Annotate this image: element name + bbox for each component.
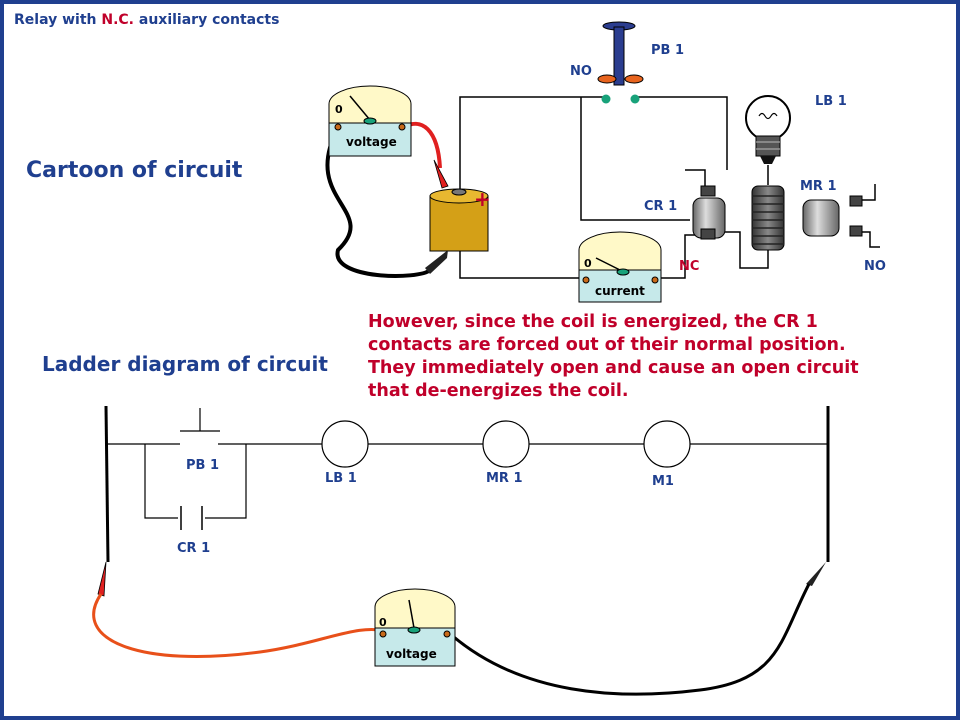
ammeter-bottom xyxy=(578,269,662,303)
slide-title-suffix: auxiliary contacts xyxy=(134,12,280,28)
explanation-line: They immediately open and cause an open … xyxy=(368,358,859,378)
explanation-line: that de-energizes the coil. xyxy=(368,381,629,401)
voltmeter-bottom-label: voltage xyxy=(386,647,437,661)
relay-mr1-contacts xyxy=(802,184,880,248)
ladder-orange-probe-wire xyxy=(92,593,389,659)
ladder-pb1-label: PB 1 xyxy=(186,458,219,473)
ladder-load-label-mr1: MR 1 xyxy=(486,471,523,486)
voltmeter-top-terminal-left xyxy=(334,123,342,131)
ladder-heading: Ladder diagram of circuit xyxy=(42,352,328,376)
mr1-terminal-top xyxy=(849,195,863,207)
bulb-tip xyxy=(760,156,776,164)
wire-coil-bottom xyxy=(712,231,769,269)
pushbutton-pb1[interactable] xyxy=(597,21,644,104)
left-rail xyxy=(104,405,110,563)
voltmeter-top-terminal-right xyxy=(398,123,406,131)
battery-terminal xyxy=(451,188,467,196)
explanation-line: However, since the coil is energized, th… xyxy=(368,312,818,332)
wire-cr-right xyxy=(685,169,706,192)
cr1-contact-label: NC xyxy=(679,259,699,274)
ammeter-needle xyxy=(595,257,623,272)
relay-cr1-contacts xyxy=(692,185,726,240)
coil-body xyxy=(751,185,785,251)
ladder-cr1-contact xyxy=(180,506,203,530)
ammeter-label: current xyxy=(595,284,645,298)
bulb-base xyxy=(755,135,781,157)
explanation-line: contacts are forced out of their normal … xyxy=(368,335,846,355)
relay-coil xyxy=(751,185,785,251)
ladder-black-probe-tip xyxy=(806,562,826,586)
wire-pb-to-cr xyxy=(580,97,690,221)
ladder-black-probe-wire xyxy=(447,583,811,696)
ammeter-pivot xyxy=(616,268,630,276)
ladder-red-probe-tip xyxy=(97,561,107,597)
slide-title: Relay with N.C. auxiliary contacts xyxy=(14,12,279,28)
voltmeter-top-bottom xyxy=(328,122,412,157)
cr1-terminal-top xyxy=(700,185,716,197)
slide-title-accent: N.C. xyxy=(101,12,134,28)
lb1-label: LB 1 xyxy=(815,94,847,109)
wire-top-right xyxy=(635,96,728,170)
pushbutton-terminal-left xyxy=(601,94,611,104)
voltmeter-top-needle xyxy=(349,95,371,121)
voltmeter-bottom-pivot xyxy=(407,626,421,634)
mr1-terminal-bottom xyxy=(849,225,863,237)
ammeter-terminal-right xyxy=(651,276,659,284)
battery-plus-sign: + xyxy=(474,187,491,211)
explanation-text: However, since the coil is energized, th… xyxy=(368,311,859,403)
ladder-load-lb1 xyxy=(321,420,369,468)
mr1-wire-top xyxy=(862,184,876,201)
cr1-label: CR 1 xyxy=(644,199,677,214)
pushbutton-terminal-right xyxy=(630,94,640,104)
ladder-pb1 xyxy=(180,408,220,432)
light-bulb-lb1 xyxy=(745,95,791,164)
wire-bottom xyxy=(459,256,580,279)
voltmeter-top-zero: 0 xyxy=(335,103,343,116)
ladder-cr1-label: CR 1 xyxy=(177,541,210,556)
pb1-label: PB 1 xyxy=(651,43,684,58)
voltmeter-top: 0 voltage xyxy=(328,85,412,157)
slide-title-prefix: Relay with xyxy=(14,12,102,28)
cr1-terminal-bottom xyxy=(700,228,716,240)
voltmeter-bottom-terminal-right xyxy=(443,630,451,638)
voltmeter-black-probe-wire xyxy=(325,127,432,278)
mr1-plunger xyxy=(802,199,840,237)
cartoon-heading: Cartoon of circuit xyxy=(26,158,243,183)
bulb-filament xyxy=(758,112,778,120)
voltmeter-red-probe-tip xyxy=(433,159,449,189)
voltmeter-bottom-needle xyxy=(408,599,415,629)
ammeter-zero: 0 xyxy=(584,257,592,270)
voltmeter-bottom-terminal-left xyxy=(379,630,387,638)
ammeter: 0 current xyxy=(578,231,662,303)
voltmeter-bottom-zero: 0 xyxy=(379,616,387,629)
voltmeter-bottom-bottom xyxy=(374,627,456,667)
ladder-diagram: PB 1 CR 1 LB 1 MR 1 M1 xyxy=(104,405,830,563)
voltmeter-top-label: voltage xyxy=(346,135,397,149)
battery-body xyxy=(429,195,489,252)
ammeter-terminal-left xyxy=(582,276,590,284)
ladder-load-m1 xyxy=(643,420,691,468)
ladder-load-label-m1: M1 xyxy=(652,474,674,489)
ladder-load-label-lb1: LB 1 xyxy=(325,471,357,486)
pushbutton-actuator-left xyxy=(597,74,617,84)
mr1-contact-label: NO xyxy=(864,259,886,274)
voltmeter-bottom: 0 voltage xyxy=(374,588,456,667)
mr1-label: MR 1 xyxy=(800,179,837,194)
pushbutton-actuator-right xyxy=(624,74,644,84)
voltmeter-top-pivot xyxy=(363,117,377,125)
pb1-contact-label: NO xyxy=(570,64,592,79)
voltmeter-black-probe-tip xyxy=(425,250,448,274)
battery: + xyxy=(429,187,491,252)
pushbutton-stem xyxy=(613,26,625,86)
ladder-load-mr1 xyxy=(482,420,530,468)
mr1-wire-bottom xyxy=(862,231,880,248)
